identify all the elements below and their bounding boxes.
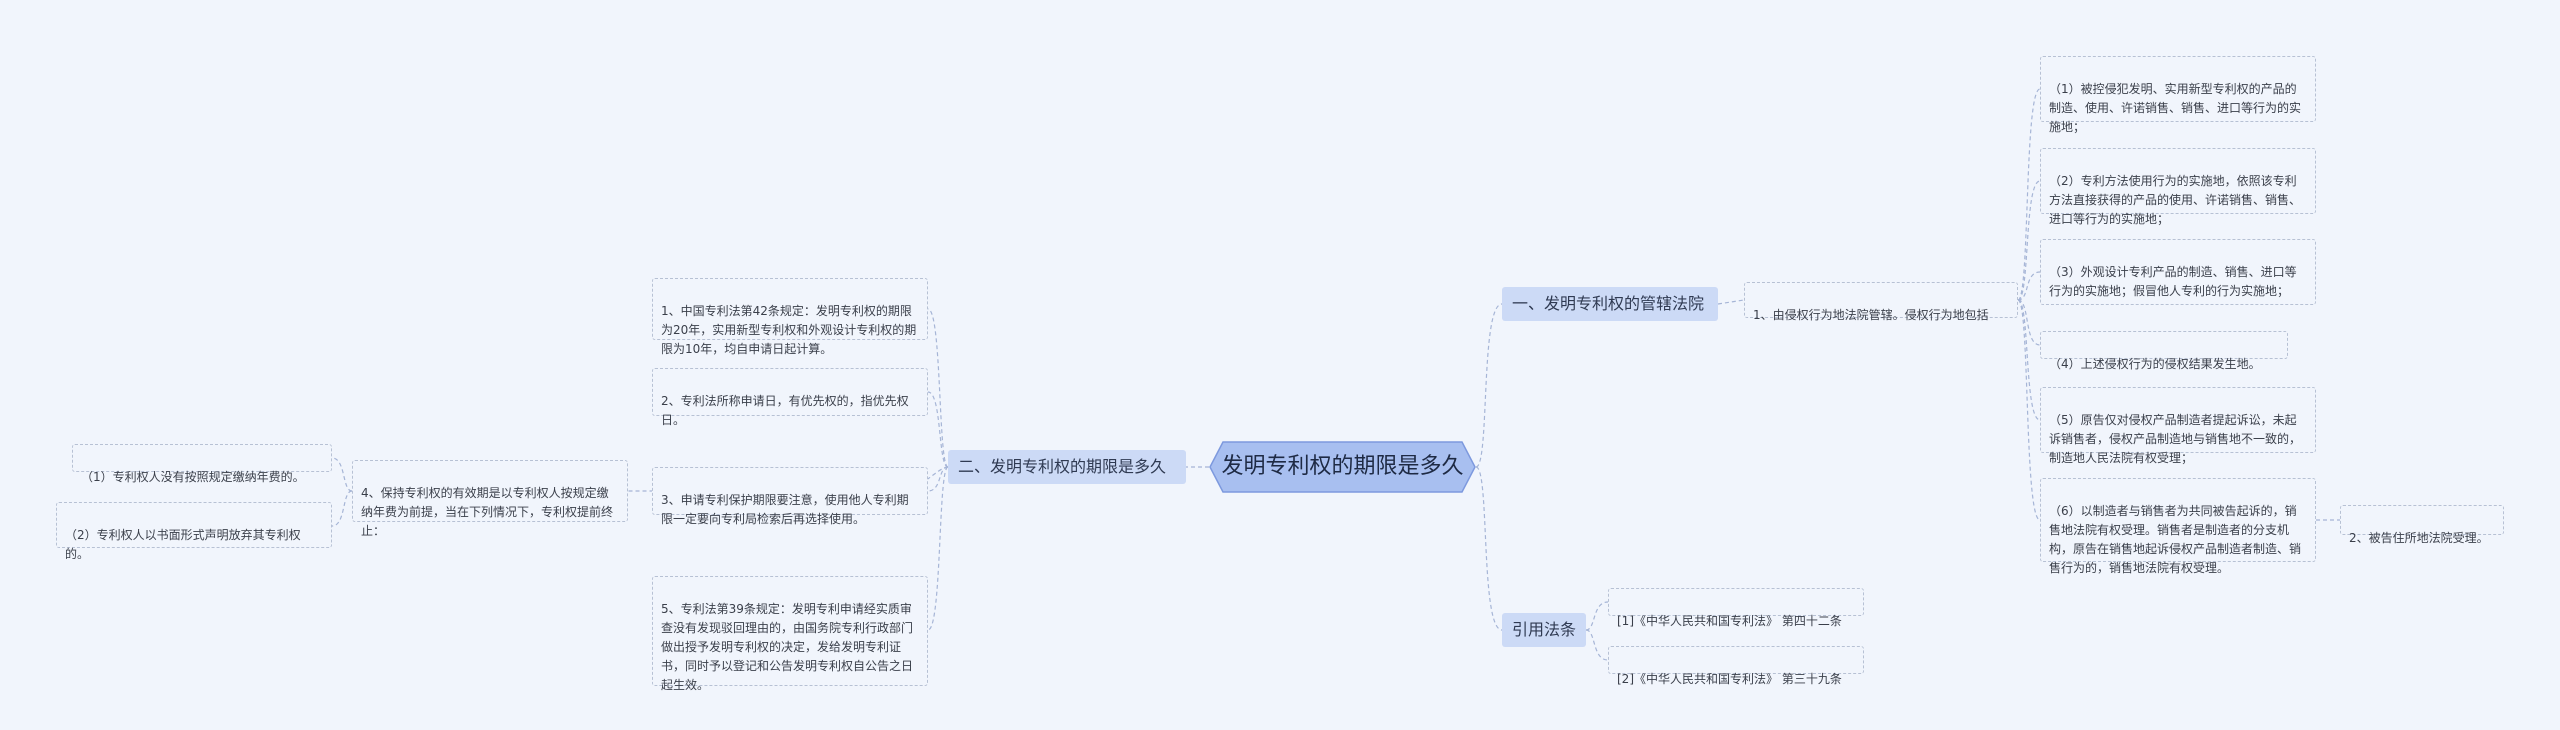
court-place-1[interactable]: （1）被控侵犯发明、实用新型专利权的产品的制造、使用、许诺销售、销售、进口等行为… (2040, 56, 2316, 134)
root-shape (1209, 441, 1476, 493)
term-item-4-text: 4、保持专利权的有效期是以专利权人按规定缴纳年费为前提，当在下列情况下，专利权提… (361, 486, 614, 538)
court-rule-1-text: 1、由侵权行为地法院管辖。侵权行为地包括 (1753, 308, 1989, 322)
term-item-5[interactable]: 5、专利法第39条规定：发明专利申请经实质审查没有发现驳回理由的，由国务院专利行… (652, 576, 928, 692)
term-item-2-text: 2、专利法所称申请日，有优先权的，指优先权日。 (661, 394, 909, 427)
court-place-6-text: （6）以制造者与销售者为共同被告起诉的，销售地法院有权受理。销售者是制造者的分支… (2049, 504, 2302, 575)
court-place-3-text: （3）外观设计专利产品的制造、销售、进口等行为的实施地；假冒他人专利的行为实施地… (2049, 265, 2297, 298)
branch-patent-term-label: 二、发明专利权的期限是多久 (958, 457, 1167, 476)
link-item4-term1 (331, 457, 353, 492)
court-rule-2[interactable]: 2、被告住所地法院受理。 (2340, 505, 2504, 545)
term-item-3[interactable]: 3、申请专利保护期限要注意，使用他人专利期限一定要向专利局检索后再选择使用。 (652, 467, 928, 526)
law-item-2-text: [2]《中华人民共和国专利法》 第三十九条 (1617, 672, 1842, 686)
court-rule-2-text: 2、被告住所地法院受理。 (2349, 531, 2489, 545)
term-item-4[interactable]: 4、保持专利权的有效期是以专利权人按规定缴纳年费为前提，当在下列情况下，专利权提… (352, 460, 628, 538)
court-place-2-text: （2）专利方法使用行为的实施地，依照该专利方法直接获得的产品的使用、许诺销售、销… (2049, 174, 2302, 226)
link-rule1-place4 (2017, 299, 2041, 346)
link-term-item5 (927, 466, 949, 631)
link-term-item4 (628, 466, 949, 492)
termination-1-text: （1）专利权人没有按照规定缴纳年费的。 (81, 470, 305, 484)
link-root-law (1475, 466, 1503, 631)
term-item-2[interactable]: 2、专利法所称申请日，有优先权的，指优先权日。 (652, 368, 928, 427)
court-place-5-text: （5）原告仅对侵权产品制造者提起诉讼，未起诉销售者，侵权产品制造地与销售地不一致… (2049, 413, 2302, 465)
court-place-2[interactable]: （2）专利方法使用行为的实施地，依照该专利方法直接获得的产品的使用、许诺销售、销… (2040, 148, 2316, 226)
link-law-item2 (1585, 629, 1609, 661)
term-item-5-text: 5、专利法第39条规定：发明专利申请经实质审查没有发现驳回理由的，由国务院专利行… (661, 602, 914, 692)
termination-2[interactable]: （2）专利权人以书面形式声明放弃其专利权的。 (56, 502, 332, 561)
law-item-1[interactable]: [1]《中华人民共和国专利法》 第四十二条 (1608, 588, 1864, 628)
link-law-item1 (1585, 601, 1609, 631)
root-topic[interactable]: 发明专利权的期限是多久 (1209, 441, 1476, 493)
termination-1[interactable]: （1）专利权人没有按照规定缴纳年费的。 (72, 444, 332, 484)
link-term-item3 (927, 466, 949, 492)
court-place-3[interactable]: （3）外观设计专利产品的制造、销售、进口等行为的实施地；假冒他人专利的行为实施地… (2040, 239, 2316, 305)
law-item-2[interactable]: [2]《中华人民共和国专利法》 第三十九条 (1608, 646, 1864, 686)
court-place-6[interactable]: （6）以制造者与销售者为共同被告起诉的，销售地法院有权受理。销售者是制造者的分支… (2040, 478, 2316, 575)
link-rule1-place3 (2017, 271, 2041, 301)
termination-2-text: （2）专利权人以书面形式声明放弃其专利权的。 (65, 528, 301, 561)
court-place-1-text: （1）被控侵犯发明、实用新型专利权的产品的制造、使用、许诺销售、销售、进口等行为… (2049, 82, 2302, 134)
link-item4-term2 (331, 490, 353, 527)
branch-jurisdiction-court[interactable]: 一、发明专利权的管辖法院 (1502, 287, 1718, 321)
branch-jurisdiction-label: 一、发明专利权的管辖法院 (1512, 294, 1705, 313)
court-place-4[interactable]: （4）上述侵权行为的侵权结果发生地。 (2040, 331, 2288, 371)
branch-cited-law[interactable]: 引用法条 (1502, 613, 1586, 647)
law-item-1-text: [1]《中华人民共和国专利法》 第四十二条 (1617, 614, 1842, 628)
link-rule1-place1 (2017, 88, 2041, 301)
branch-cited-law-label: 引用法条 (1512, 620, 1577, 639)
link-term-item2 (927, 391, 949, 468)
link-term-item1 (927, 308, 949, 468)
link-court-rule1 (1717, 299, 1745, 305)
link-rule1-place6 (2017, 299, 2041, 521)
branch-patent-term[interactable]: 二、发明专利权的期限是多久 (948, 450, 1186, 484)
term-item-1-text: 1、中国专利法第42条规定：发明专利权的期限为20年，实用新型专利权和外观设计专… (661, 304, 917, 356)
term-item-1[interactable]: 1、中国专利法第42条规定：发明专利权的期限为20年，实用新型专利权和外观设计专… (652, 278, 928, 356)
court-place-4-text: （4）上述侵权行为的侵权结果发生地。 (2049, 357, 2261, 371)
link-root-court (1475, 303, 1503, 468)
court-rule-1[interactable]: 1、由侵权行为地法院管辖。侵权行为地包括 (1744, 282, 2018, 322)
term-item-3-text: 3、申请专利保护期限要注意，使用他人专利期限一定要向专利局检索后再选择使用。 (661, 493, 909, 526)
root-title: 发明专利权的期限是多久 (1221, 454, 1464, 479)
court-place-5[interactable]: （5）原告仅对侵权产品制造者提起诉讼，未起诉销售者，侵权产品制造地与销售地不一致… (2040, 387, 2316, 465)
link-rule1-place5 (2017, 299, 2041, 421)
